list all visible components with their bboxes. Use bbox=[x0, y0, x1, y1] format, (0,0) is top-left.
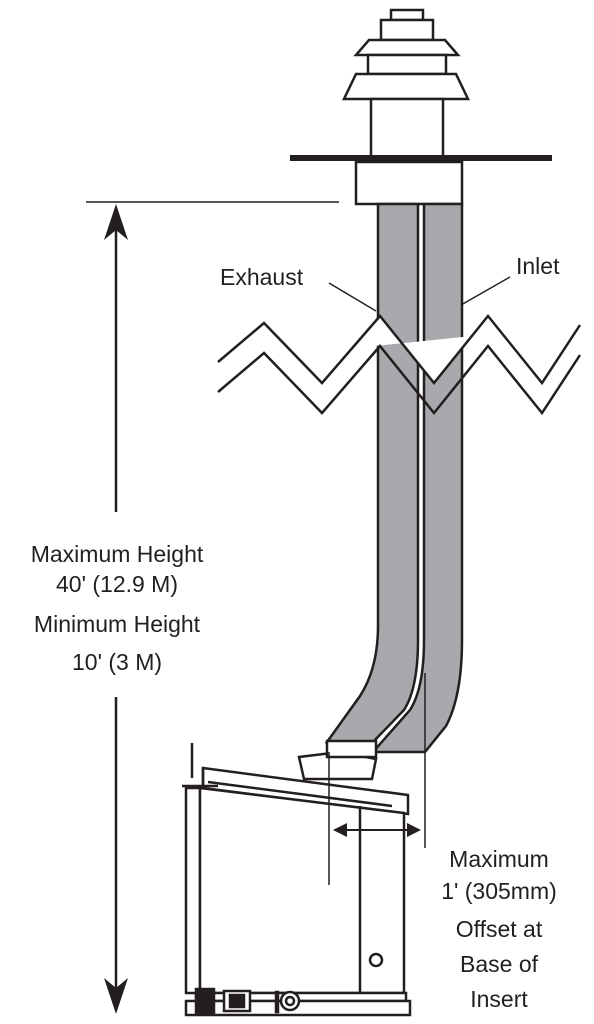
svg-text:Offset at: Offset at bbox=[456, 916, 543, 942]
offset-label: Maximum 1' (305mm) Offset at Base of Ins… bbox=[441, 846, 557, 1012]
svg-text:Maximum Height: Maximum Height bbox=[31, 541, 204, 567]
svg-text:40' (12.9 M): 40' (12.9 M) bbox=[56, 571, 178, 597]
offset-dimension bbox=[328, 673, 426, 885]
svg-text:1' (305mm): 1' (305mm) bbox=[441, 878, 557, 904]
pipe-break-lines bbox=[217, 314, 582, 416]
height-dimension-arrow bbox=[104, 204, 128, 1014]
svg-text:Maximum: Maximum bbox=[449, 846, 549, 872]
exhaust-pipe bbox=[324, 202, 420, 744]
svg-text:10' (3 M): 10' (3 M) bbox=[72, 649, 162, 675]
inlet-label: Inlet bbox=[516, 253, 560, 279]
fireplace-insert bbox=[182, 739, 412, 1017]
roof-collar bbox=[354, 160, 464, 206]
vent-termination-cap bbox=[342, 8, 470, 159]
exhaust-leader-line bbox=[328, 282, 377, 312]
exhaust-label: Exhaust bbox=[220, 264, 304, 290]
svg-text:Insert: Insert bbox=[470, 986, 528, 1012]
svg-text:Base of: Base of bbox=[460, 951, 539, 977]
inlet-leader-line bbox=[460, 276, 511, 306]
height-label: Maximum Height 40' (12.9 M) Minimum Heig… bbox=[31, 541, 204, 675]
svg-text:Minimum Height: Minimum Height bbox=[34, 611, 201, 637]
